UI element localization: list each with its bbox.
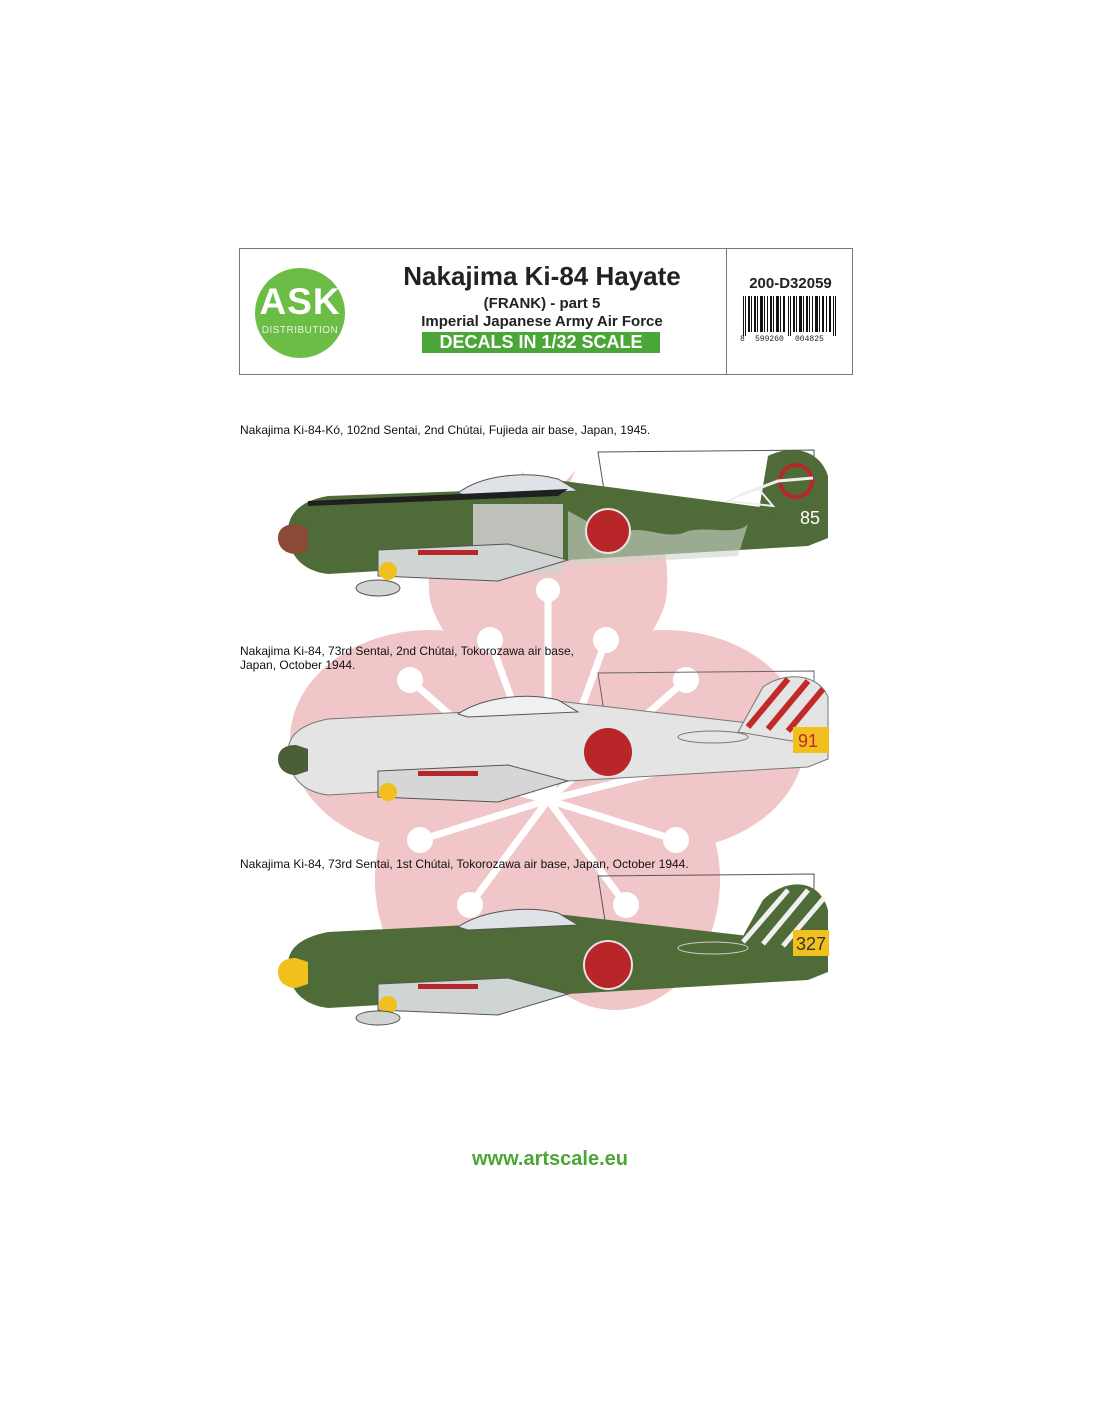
product-code: 200-D32059	[749, 275, 832, 292]
ask-logo: ASK DISTRIBUTION	[255, 268, 345, 358]
product-title: Nakajima Ki-84 Hayate	[403, 261, 681, 291]
logo-main-text: ASK	[259, 281, 341, 322]
profile-3-tail-number: 327	[796, 934, 826, 954]
product-subtitle-air-force: Imperial Japanese Army Air Force	[421, 313, 663, 330]
header-box: ASK DISTRIBUTION Nakajima Ki-84 Hayate (…	[239, 248, 853, 375]
profile-2-caption-line-2: Japan, October 1944.	[240, 658, 356, 672]
profile-2-caption: Nakajima Ki-84, 73rd Sentai, 2nd Chútai,…	[240, 644, 574, 672]
product-subtitle: (FRANK) - part 5	[483, 295, 601, 312]
profile-3-aircraft: 327	[278, 873, 829, 1026]
scale-banner: DECALS IN 1/32 SCALE	[422, 332, 660, 353]
profile-3-caption: Nakajima Ki-84, 73rd Sentai, 1st Chútai,…	[240, 857, 689, 871]
barcode	[743, 296, 836, 336]
profile-1-aircraft: 85	[278, 449, 828, 597]
header-divider	[726, 249, 727, 374]
profile-1-tail-number: 85	[800, 508, 820, 528]
barcode-group-1: 599260	[755, 335, 784, 344]
profile-2-tail-number: 91	[798, 731, 818, 751]
barcode-lead-digit: 8	[740, 335, 745, 344]
barcode-group-2: 004825	[795, 335, 824, 344]
logo-sub-text: DISTRIBUTION	[261, 325, 339, 336]
profile-2-aircraft: 91	[278, 670, 829, 803]
profile-1-caption: Nakajima Ki-84-Kó, 102nd Sentai, 2nd Chú…	[240, 423, 651, 437]
profile-2-caption-line-1: Nakajima Ki-84, 73rd Sentai, 2nd Chútai,…	[240, 644, 574, 658]
website-url[interactable]: www.artscale.eu	[472, 1148, 628, 1170]
